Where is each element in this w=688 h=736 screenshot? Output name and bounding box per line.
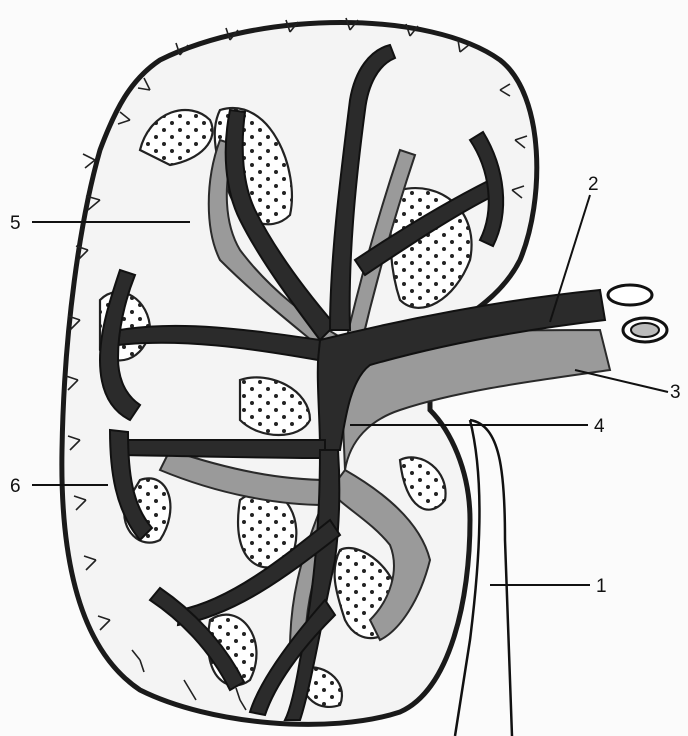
label-6: 6 [10,476,21,497]
label-5: 5 [10,213,21,234]
label-4: 4 [594,416,605,437]
label-3: 3 [670,382,681,403]
label-1: 1 [596,576,607,597]
renal-vein-opening [608,285,652,305]
label-2: 2 [588,174,599,195]
